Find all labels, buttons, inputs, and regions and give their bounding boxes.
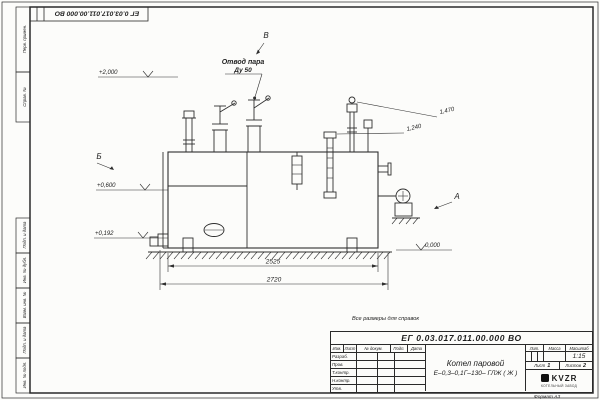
col-doc: № докум.	[357, 345, 391, 352]
title-block: ЕГ 0.03.017.011.00.000 ВО Изм. Лист № до…	[330, 331, 593, 393]
lit-cells	[526, 352, 544, 361]
dim-height1: 1,470	[439, 107, 456, 116]
col-date: Дата	[410, 346, 423, 351]
mass-value	[544, 352, 566, 361]
sheets-value: 2	[583, 362, 587, 369]
lit-header: Лит.	[526, 345, 544, 351]
margin-label: Инв. № подл.	[22, 362, 27, 389]
margin-label: Перв. примен.	[22, 25, 27, 54]
elevation-valve-top: +2,000	[99, 70, 118, 76]
dim-height2: 1,240	[406, 124, 423, 133]
left-margin-column	[15, 6, 31, 394]
annotations	[94, 42, 453, 290]
dim-length-overall: 2720	[266, 277, 282, 284]
view-label-top: В	[263, 31, 269, 40]
view-label-left: Б	[96, 152, 101, 161]
elevation-low: +0,192	[95, 231, 114, 237]
kvzr-logo-subtext: КОТЕЛЬНЫЙ ЗАВОД	[541, 383, 577, 388]
reference-note: Все размеры для справок	[352, 316, 419, 322]
view-label-right: А	[453, 192, 459, 201]
company-block: KVZR КОТЕЛЬНЫЙ ЗАВОД	[526, 370, 592, 391]
scale-header: Масштаб	[569, 346, 589, 351]
margin-label: Подп. и дата	[22, 221, 27, 249]
kvzr-logo-text: KVZR	[551, 373, 578, 383]
margin-label: Справ. №	[22, 87, 27, 107]
col-list: Лист	[344, 345, 357, 352]
sheets-label: Листов	[565, 363, 582, 368]
elevation-ground: 0,000	[425, 243, 441, 249]
col-sign: Подп.	[391, 345, 408, 352]
kvzr-logo-icon	[540, 374, 549, 382]
product-model: Е–0,3–0,1Г–130– ГЛЖ ( Ж )	[433, 370, 518, 377]
row-razrab: Разраб.	[331, 353, 357, 360]
boiler-drawing	[145, 95, 420, 260]
margin-label: Взам. инв. №	[22, 291, 27, 318]
top-stamp-number: ЕГ 0.03.017.011.00.000 ВО	[54, 10, 139, 17]
row-prov: Пров.	[331, 361, 357, 368]
top-stamp	[29, 6, 149, 22]
scale-value: 1:15	[572, 353, 586, 360]
margin-label: Подп. и дата	[22, 326, 27, 354]
title-block-signatures: Изм. Лист № докум. Подп. Дата Разраб. Пр…	[331, 345, 426, 392]
left-margin-labels: Перв. примен. Справ. № Подп. и дата Инв.…	[22, 25, 27, 389]
callout-steam-outlet: Отвод пара	[222, 58, 265, 66]
format-label: Формат А3	[534, 394, 561, 400]
margin-label: Инв. № дубл.	[22, 257, 27, 283]
title-block-doc-number: ЕГ 0.03.017.011.00.000 ВО	[331, 332, 592, 345]
elevation-mid: +0,600	[97, 183, 116, 189]
sheet-value: 1	[547, 362, 551, 369]
dim-length-inner: 2525	[265, 259, 281, 266]
row-utv: Утв.	[331, 385, 357, 392]
col-izm: Изм.	[331, 345, 344, 352]
sheet-label: Лист	[534, 363, 546, 368]
title-block-product: Котел паровой Е–0,3–0,1Г–130– ГЛЖ ( Ж )	[426, 345, 526, 391]
row-tkontr: Т.контр.	[331, 369, 357, 376]
mass-header: Масса	[544, 345, 566, 351]
product-name: Котел паровой	[446, 359, 505, 368]
callout-dn50: Ду 50	[233, 67, 252, 74]
row-nkontr: Н.контр.	[331, 377, 357, 384]
